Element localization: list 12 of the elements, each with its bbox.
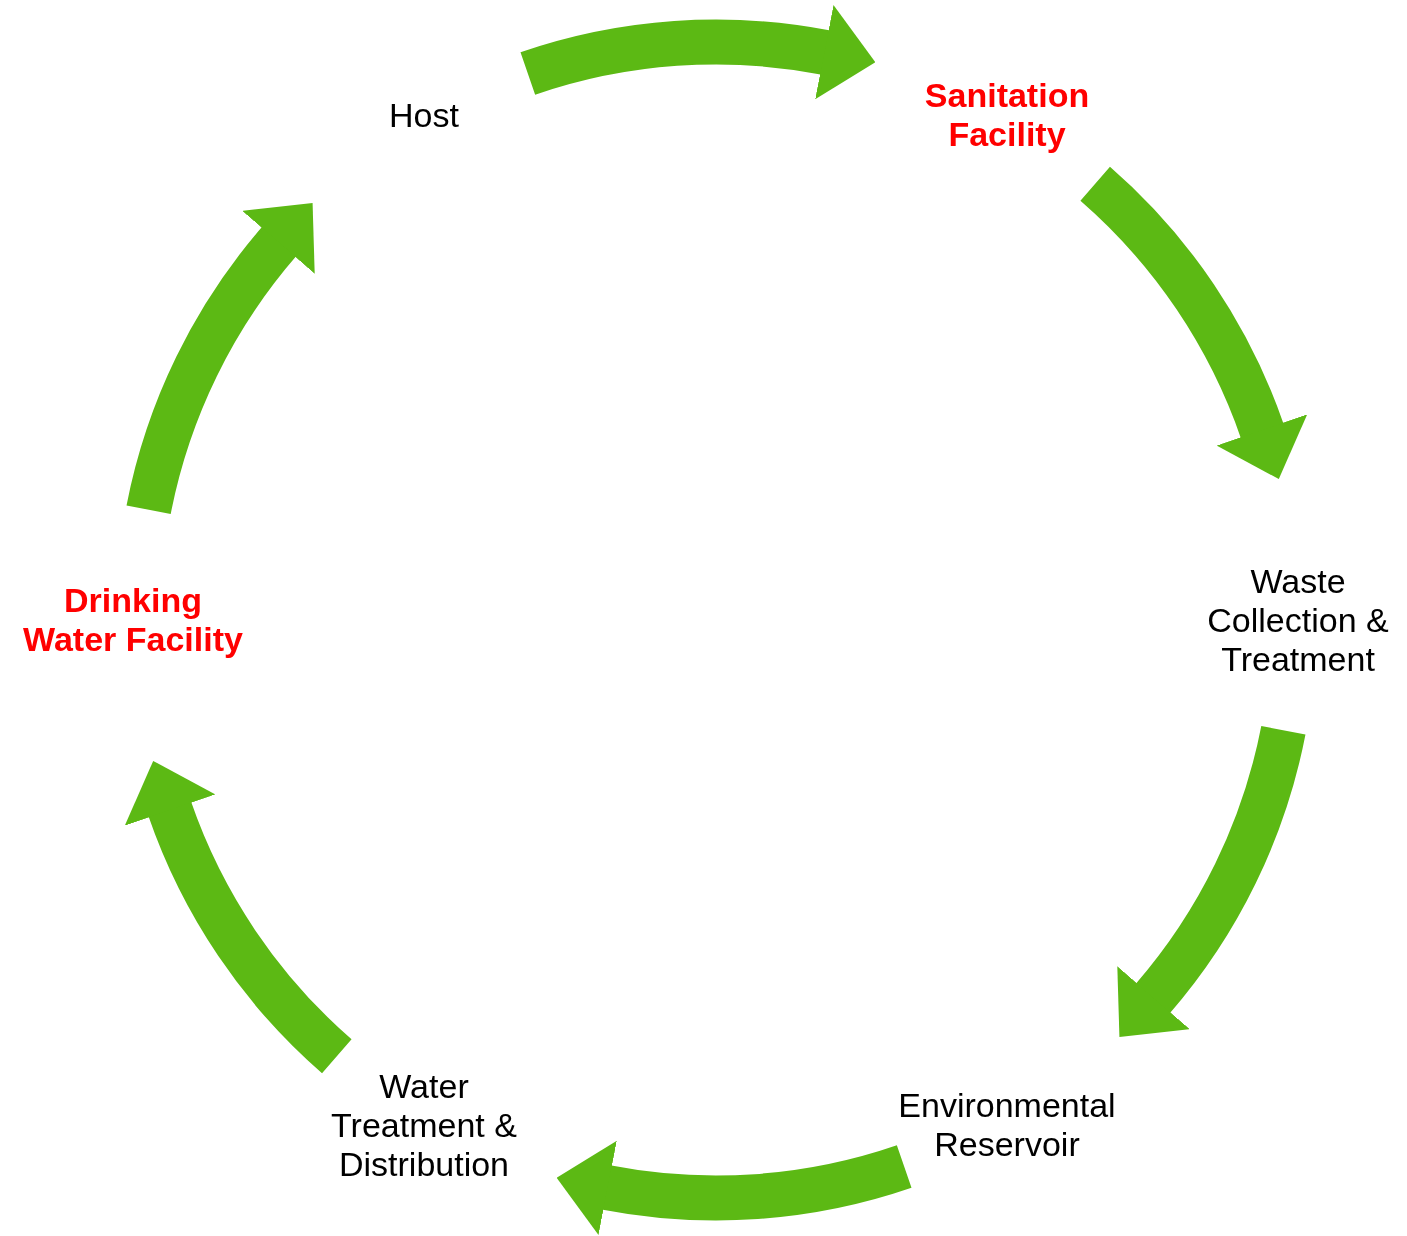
stage-label: Host [324, 95, 524, 135]
cycle-arrow [556, 1140, 911, 1236]
stage-label: Waste Collection & Treatment [1193, 561, 1403, 679]
cycle-arrow [1079, 167, 1307, 479]
stage-label: Water Treatment & Distribution [316, 1066, 532, 1184]
stage-label: Sanitation Facility [907, 76, 1107, 154]
cycle-arrow [126, 201, 317, 516]
cycle-arrow [125, 761, 353, 1073]
stage-label: Environmental Reservoir [884, 1086, 1130, 1164]
cycle-arrow [521, 4, 876, 100]
stage-label: Drinking Water Facility [15, 581, 251, 659]
cycle-arrow [1115, 724, 1306, 1039]
